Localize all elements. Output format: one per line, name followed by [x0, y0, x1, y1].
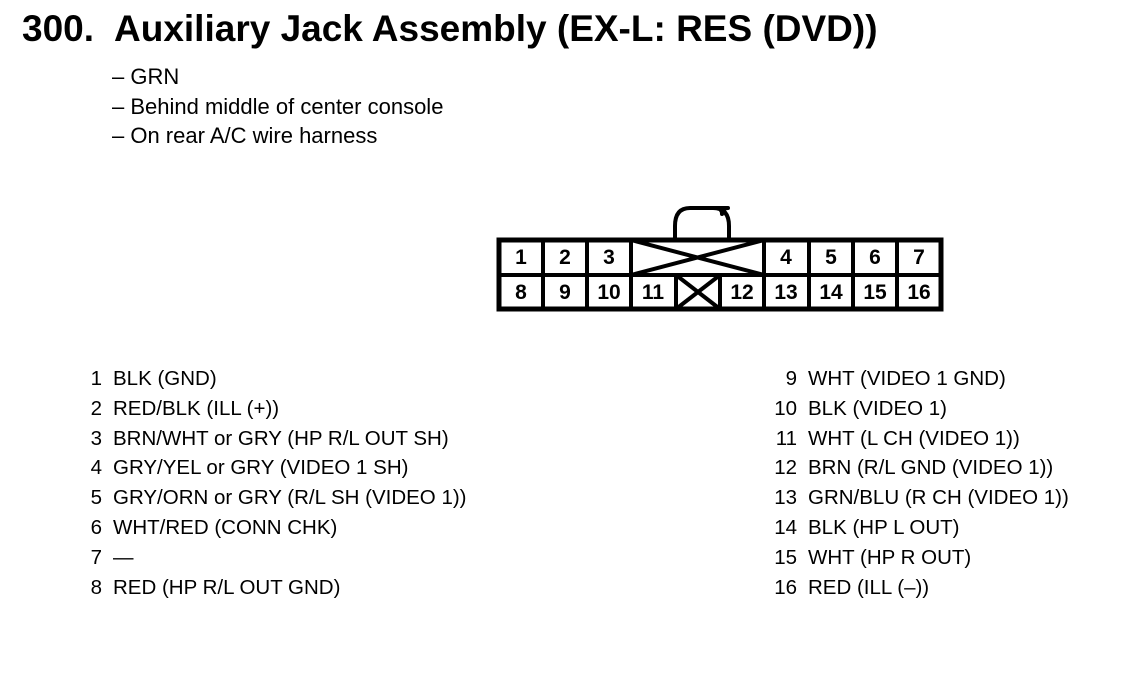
pin-number: 3 — [90, 426, 102, 450]
pin-row: 13 GRN/BLU (R CH (VIDEO 1)) — [760, 483, 1069, 513]
note-location: – Behind middle of center console — [112, 93, 444, 119]
blocked-cavity-bottom — [674, 273, 722, 311]
connector-top-dividers — [541, 240, 899, 275]
cavity-label-top: 1 — [515, 246, 527, 269]
connector-lock-tab — [673, 206, 731, 242]
cavity-label-top: 5 — [825, 246, 837, 269]
cavity-label-bottom: 13 — [774, 281, 797, 304]
cavity-label-bottom: 8 — [515, 281, 527, 304]
cavity-label-bottom: 10 — [597, 281, 620, 304]
pin-number: 2 — [90, 396, 102, 420]
component-notes: – GRN – Behind middle of center console … — [112, 62, 443, 151]
pin-description: WHT (L CH (VIDEO 1)) — [808, 426, 1020, 450]
note-harness: – On rear A/C wire harness — [112, 123, 378, 148]
pin-list-left: 1 BLK (GND) 2 RED/BLK (ILL (+)) 3 BRN/WHT o… — [70, 364, 467, 602]
pin-number: 15 — [774, 545, 797, 569]
pin-row: 11 WHT (L CH (VIDEO 1)) — [760, 424, 1069, 454]
pin-description: WHT (VIDEO 1 GND) — [808, 367, 1006, 390]
cavity-label-bottom: 16 — [907, 281, 930, 304]
cavity-label-bottom: 9 — [559, 281, 571, 304]
blocked-cavity-top — [630, 238, 765, 277]
note-color: – GRN — [112, 64, 180, 89]
pin-number: 16 — [774, 575, 797, 599]
pin-row: 10 BLK (VIDEO 1) — [760, 394, 1069, 424]
component-title: Auxiliary Jack Assembly (EX-L: RES (DVD)… — [114, 8, 878, 49]
pin-description: GRY/ORN or GRY (R/L SH (VIDEO 1)) — [113, 486, 467, 510]
pin-number: 7 — [90, 545, 102, 569]
cavity-label-top: 6 — [869, 246, 881, 269]
pin-row: 6 WHT/RED (CONN CHK) — [70, 513, 467, 543]
pin-description: BLK (HP L OUT) — [808, 515, 960, 539]
pin-row: 3 BRN/WHT or GRY (HP R/L OUT SH) — [70, 424, 467, 454]
pin-description: BRN/WHT or GRY (HP R/L OUT SH) — [113, 426, 449, 450]
pin-description: — — [113, 545, 134, 569]
pin-row: 15 WHT (HP R OUT) — [760, 543, 1069, 573]
page-title: 300. Auxiliary Jack Assembly (EX-L: RES (… — [22, 8, 878, 50]
pin-row: 12 BRN (R/L GND (VIDEO 1)) — [760, 453, 1069, 483]
pin-number: 9 — [785, 367, 797, 390]
pin-description: GRY/YEL or GRY (VIDEO 1 SH) — [113, 456, 409, 480]
pin-row: 4 GRY/YEL or GRY (VIDEO 1 SH) — [70, 453, 467, 483]
cavity-label-top: 3 — [603, 246, 615, 269]
pin-description: RED/BLK (ILL (+)) — [113, 396, 280, 420]
pin-row: 14 BLK (HP L OUT) — [760, 513, 1069, 543]
cavity-label-top: 2 — [559, 246, 571, 269]
cavity-label-bottom: 12 — [730, 281, 753, 304]
connector-face-diagram: 1 2 3 4 5 6 7 8 9 10 11 12 13 14 15 16 — [496, 206, 944, 312]
pin-description: WHT (HP R OUT) — [808, 545, 972, 569]
pin-description: BLK (GND) — [113, 367, 217, 390]
pin-description: BLK (VIDEO 1) — [808, 396, 947, 420]
pin-number: 1 — [90, 367, 102, 390]
cavity-label-bottom: 14 — [819, 281, 843, 304]
pin-row: 16 RED (ILL (–)) — [760, 573, 1069, 603]
pin-number: 5 — [90, 486, 102, 510]
pin-description: WHT/RED (CONN CHK) — [113, 515, 338, 539]
pin-description: RED (ILL (–)) — [808, 575, 930, 599]
pin-row: 8 RED (HP R/L OUT GND) — [70, 573, 467, 603]
cavity-label-bottom: 11 — [642, 281, 665, 304]
component-number: 300. — [22, 8, 95, 49]
pin-number: 6 — [90, 515, 102, 539]
pin-description: BRN (R/L GND (VIDEO 1)) — [808, 456, 1054, 480]
pin-number: 13 — [774, 486, 797, 510]
pin-row: 9 WHT (VIDEO 1 GND) — [760, 364, 1069, 394]
pin-number: 12 — [774, 456, 797, 480]
pin-description: GRN/BLU (R CH (VIDEO 1)) — [808, 486, 1069, 510]
pin-row: 1 BLK (GND) — [70, 364, 467, 394]
pin-description: RED (HP R/L OUT GND) — [113, 575, 341, 599]
pin-number: 14 — [774, 515, 797, 539]
pin-number: 8 — [90, 575, 102, 599]
cavity-label-top: 7 — [913, 246, 925, 269]
pin-row: 2 RED/BLK (ILL (+)) — [70, 394, 467, 424]
pin-number: 11 — [775, 426, 797, 450]
connector-bottom-dividers — [541, 275, 899, 309]
cavity-label-bottom: 15 — [863, 281, 887, 304]
cavity-label-top: 4 — [780, 246, 792, 269]
pin-number: 4 — [90, 456, 102, 480]
pin-number: 10 — [774, 396, 797, 420]
pin-row: 7— — [70, 543, 467, 573]
pin-row: 5 GRY/ORN or GRY (R/L SH (VIDEO 1)) — [70, 483, 467, 513]
